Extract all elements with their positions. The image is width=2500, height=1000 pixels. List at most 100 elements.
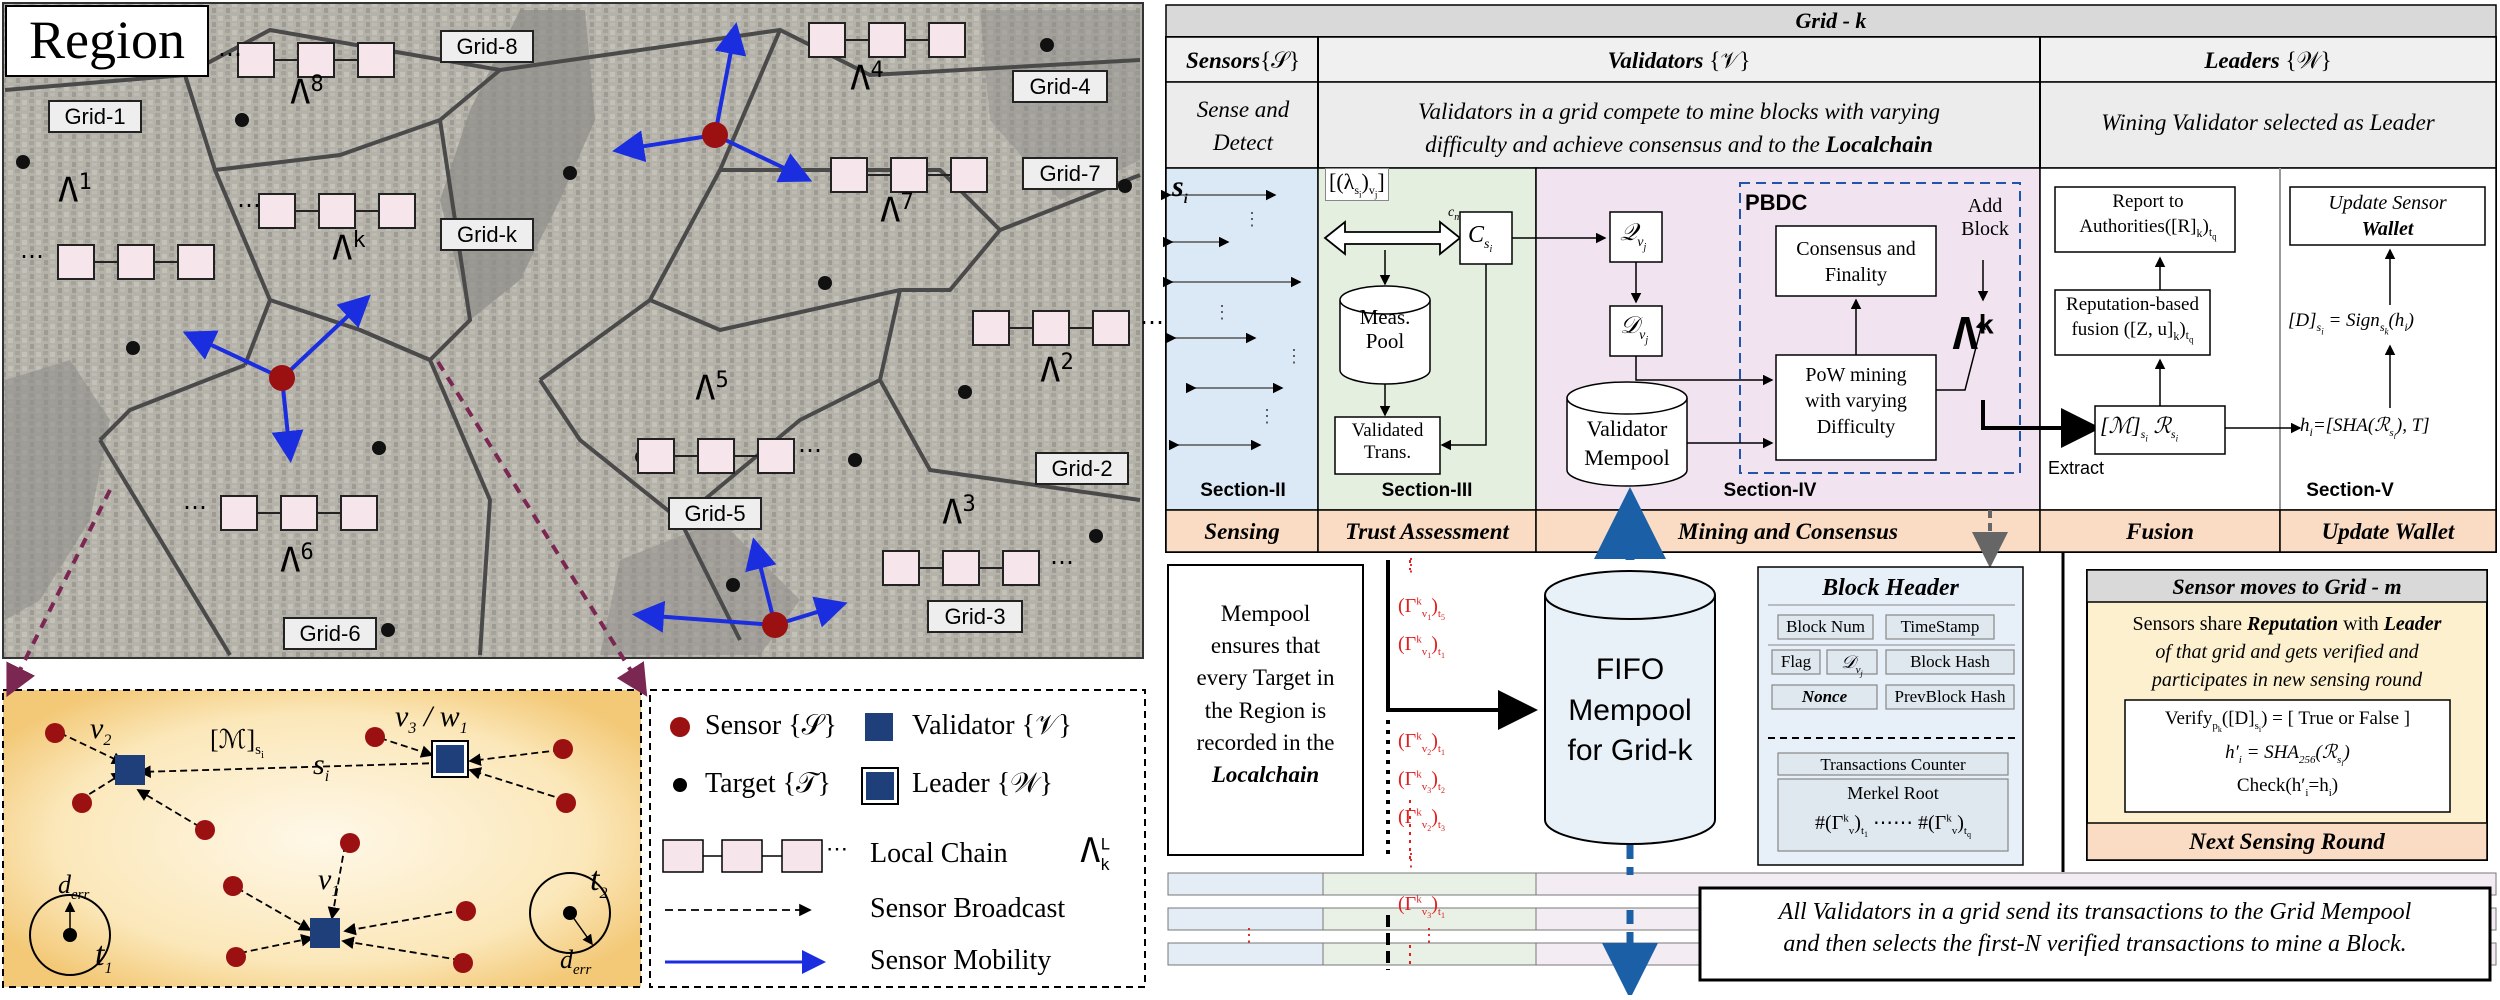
block — [972, 310, 1010, 346]
chain-symbol: Λ7 — [880, 190, 914, 231]
link — [1010, 327, 1032, 329]
block — [297, 42, 335, 78]
validators-head: Validators {𝒱} — [1607, 48, 1751, 73]
footer-label: Mining and Consensus — [1678, 519, 1898, 544]
svg-text:⋮: ⋮ — [1243, 209, 1261, 229]
block-header: Block Header — [1822, 575, 1959, 601]
bh-merkel: Merkel Root — [1847, 783, 1939, 803]
local-chain — [258, 193, 416, 229]
inset-derr-2: derr — [560, 945, 592, 979]
check: Check(h′i=hi) — [2236, 775, 2339, 799]
tx: (Γkv3)t1 — [1398, 893, 1445, 921]
sensor-node — [702, 122, 728, 148]
bh-flag: Flag — [1780, 652, 1812, 671]
mobility-arrow — [280, 294, 371, 380]
svg-text:⋮: ⋮ — [1213, 302, 1231, 322]
bottom-area — [1167, 487, 2497, 999]
block — [57, 244, 95, 280]
bh-timestamp: TimeStamp — [1900, 617, 1980, 636]
mobility-arrow — [182, 330, 283, 380]
local-chain — [830, 157, 988, 193]
link — [675, 455, 697, 457]
d-vj: 𝒟vj — [1620, 313, 1649, 346]
extract: Extract — [2048, 458, 2105, 478]
legend-chain-sym: ΛLk — [1080, 831, 1111, 874]
tx-dots: ⋮ — [1240, 925, 1258, 945]
chain-symbol: Λ8 — [290, 72, 324, 113]
bh-prev-hash: PrevBlock Hash — [1894, 687, 2006, 706]
block — [340, 495, 378, 531]
bh-dv: 𝒟vj — [1841, 652, 1863, 678]
block — [928, 22, 966, 58]
gridk-panel: ⋮⋮ ⋮⋮ — [1161, 4, 2497, 553]
block — [882, 550, 920, 586]
leaders-head: Leaders {𝒲} — [2204, 48, 2332, 73]
validators-desc: Validators in a grid compete to mine blo… — [1418, 99, 1940, 158]
block — [942, 550, 980, 586]
svg-text:⋮: ⋮ — [1258, 406, 1276, 426]
block — [237, 42, 275, 78]
tx: (Γkv2)t3 — [1398, 806, 1445, 834]
link — [356, 210, 378, 212]
grid-label: Grid-5 — [668, 497, 762, 531]
chain-symbol: Λ1 — [58, 170, 92, 211]
link — [275, 59, 297, 61]
validator-mempool-cylinder — [1566, 381, 1688, 487]
leaders-desc: Wining Validator selected as Leader — [2101, 110, 2435, 135]
cn-sub: cn — [1448, 205, 1460, 223]
link — [928, 174, 950, 176]
link — [95, 261, 117, 263]
hi-eq: hi=[SHA(ℛsi), T] — [2300, 415, 2430, 441]
grid-label: Grid-8 — [440, 30, 534, 64]
link — [296, 210, 318, 212]
grid-label: Grid-k — [440, 218, 534, 252]
link — [258, 512, 280, 514]
sensor-node — [762, 612, 788, 638]
link — [735, 455, 757, 457]
pbdc: PBDC — [1745, 190, 1808, 215]
block — [950, 157, 988, 193]
block — [830, 157, 868, 193]
tx: (Γkv1)t1 — [1398, 633, 1445, 661]
block — [258, 193, 296, 229]
lambda-label: [(λsi)vj] — [1325, 168, 1389, 202]
local-chain — [637, 438, 795, 474]
zoom-lines — [6, 360, 648, 698]
legend-mobility: Sensor Mobility — [870, 945, 1052, 976]
mobility-arrow — [713, 22, 747, 136]
q-vj: 𝒬vj — [1620, 220, 1647, 253]
inset-v2: v2 — [90, 712, 112, 749]
link — [155, 261, 177, 263]
mobility-arrow — [745, 537, 777, 626]
inset-v3-w1: v3 / w1 — [395, 700, 468, 737]
verify: Verifypk([D]si) = [ True or False ] — [2164, 708, 2411, 734]
moves-title: Sensor moves to Grid - m — [2172, 574, 2402, 599]
footer-label: Sensing — [1204, 519, 1280, 544]
legend-sensor: Sensor {𝒮} — [705, 710, 837, 741]
section-label: Section-III — [1381, 480, 1473, 501]
local-chain — [972, 310, 1130, 346]
local-chain — [882, 550, 1040, 586]
inset-t1: t1 — [95, 936, 113, 977]
grid-label: Grid-2 — [1035, 452, 1129, 486]
block — [177, 244, 215, 280]
gridk-title: Grid - k — [1795, 8, 1867, 33]
d-eq: [D]si = Signsk(hi) — [2288, 310, 2414, 337]
block — [757, 438, 795, 474]
grid-label: Grid-4 — [1012, 70, 1108, 104]
legend-target: Target {𝒯} — [705, 768, 831, 799]
block — [318, 193, 356, 229]
ellipsis: ⋯ — [798, 438, 822, 464]
chain-symbol: Λ2 — [1040, 350, 1074, 391]
inset-t2: t2 — [590, 861, 608, 902]
meas-pool: Meas.Pool — [1359, 305, 1411, 354]
grid-label: Grid-3 — [927, 600, 1023, 634]
inset-msg: [ℳ]si — [210, 725, 265, 762]
